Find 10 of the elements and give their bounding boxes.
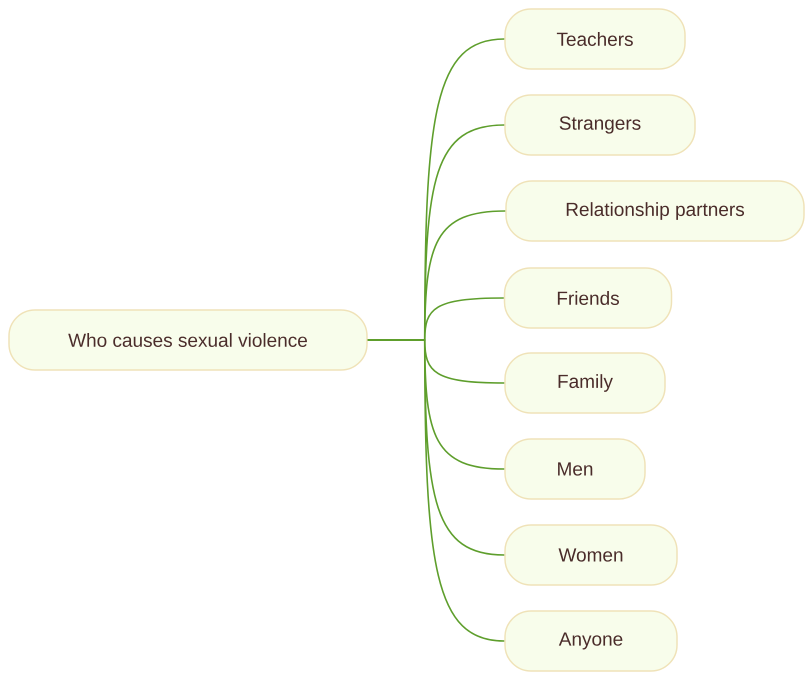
topic-box: Teachers: [504, 8, 686, 70]
topic-box: Women: [504, 524, 678, 586]
topic-box: Friends: [504, 267, 672, 329]
topic-box: Relationship partners: [505, 180, 805, 242]
topic-box: Men: [504, 438, 646, 500]
topic-box: Anyone: [504, 610, 678, 672]
topic-box: Family: [504, 352, 666, 414]
branch-line: [368, 339, 504, 642]
topic-box: Strangers: [504, 94, 696, 156]
topic-box: Who causes sexual violence: [8, 309, 368, 371]
